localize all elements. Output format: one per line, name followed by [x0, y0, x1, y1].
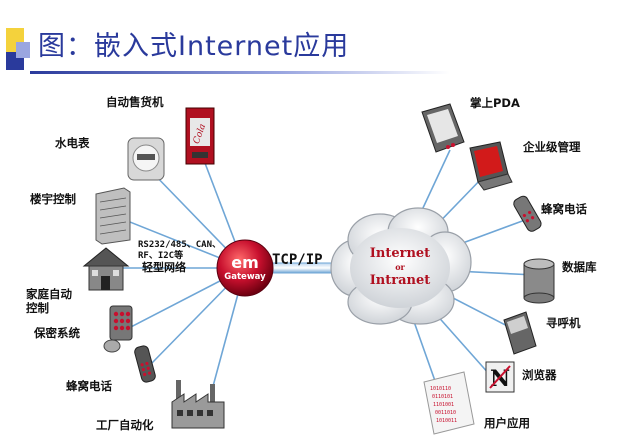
cloud-line3: Intranet [369, 273, 431, 288]
label-home: 家庭自动 控制 [26, 287, 72, 315]
svg-text:1010011: 1010011 [436, 418, 457, 424]
page-title: 图：嵌入式Internet应用 [38, 31, 350, 62]
bus-label-line2: RF、I2C等 [138, 251, 184, 261]
bus-label-line1: RS232/485、CAN、 [138, 240, 222, 250]
label-cell-right: 蜂窝电话 [541, 202, 587, 216]
binary-data-icon: 1010110 0110101 1101001 0011010 1010011 [423, 371, 475, 435]
label-meter: 水电表 [55, 136, 90, 150]
tcpip-label: TCP/IP [272, 252, 323, 268]
vending-machine-icon: Cola [185, 107, 215, 165]
pager-icon [503, 311, 537, 355]
pda-icon [421, 103, 465, 153]
label-app: 用户应用 [484, 416, 530, 430]
bus-label-line3: 轻型网络 [142, 261, 186, 274]
security-keypad-icon [103, 305, 133, 353]
monitor-icon [469, 141, 513, 191]
gateway-label: Gateway [224, 272, 266, 282]
building-icon [95, 187, 131, 245]
cloud-line2: or [395, 262, 405, 272]
factory-icon [171, 380, 225, 429]
browser-icon: N [485, 361, 515, 393]
label-mgmt: 企业级管理 [523, 140, 581, 154]
svg-text:1010110: 1010110 [430, 386, 451, 392]
internet-cloud [330, 207, 472, 325]
title-decoration [16, 42, 30, 58]
svg-text:0110101: 0110101 [432, 394, 453, 400]
label-cell-left: 蜂窝电话 [66, 379, 112, 393]
label-browser: 浏览器 [522, 368, 557, 382]
gateway-logo: em [231, 253, 259, 272]
cellphone-icon [513, 195, 542, 232]
cloud-line1: Internet [369, 246, 431, 261]
label-pager: 寻呼机 [546, 316, 581, 330]
label-building: 楼宇控制 [30, 192, 76, 206]
house-icon [82, 247, 130, 291]
database-icon [523, 258, 555, 304]
svg-text:1101001: 1101001 [433, 402, 454, 408]
gateway-sphere [216, 239, 274, 297]
label-pda: 掌上PDA [470, 96, 520, 110]
label-factory: 工厂自动化 [96, 418, 154, 432]
title-rule [30, 71, 450, 74]
label-security: 保密系统 [34, 326, 80, 340]
meter-icon [127, 137, 165, 181]
cellphone-icon [134, 345, 156, 383]
label-vending: 自动售货机 [106, 95, 164, 109]
svg-text:0011010: 0011010 [435, 410, 456, 416]
label-db: 数据库 [562, 260, 597, 274]
